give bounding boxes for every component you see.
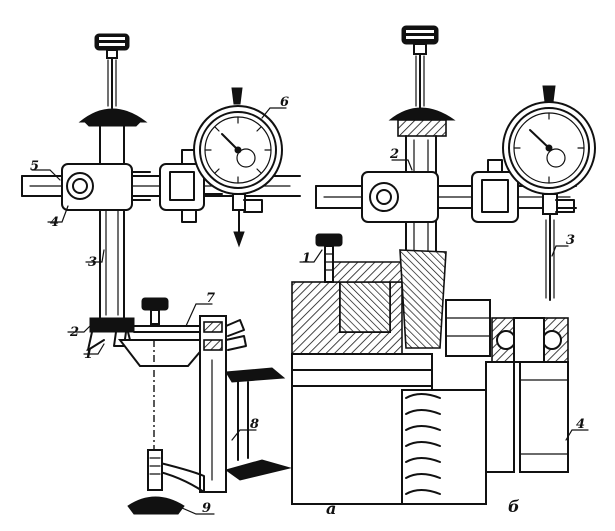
dial-indicator-a xyxy=(193,87,283,248)
figure-b: 2 3 1 4 б xyxy=(291,25,596,516)
workpiece xyxy=(291,249,569,505)
callout-2: 2 xyxy=(69,325,79,340)
leader-lines-a xyxy=(31,107,287,515)
column-clamp xyxy=(61,163,151,211)
top-knob-b xyxy=(401,25,439,55)
mushroom-cap xyxy=(78,108,148,123)
callout-b-1: 1 xyxy=(302,251,311,266)
fixture-body xyxy=(117,315,292,493)
leader-lines-b xyxy=(299,159,589,441)
figure-a-label: а xyxy=(326,499,336,518)
callout-b-4: 4 xyxy=(576,417,585,432)
vertical-column xyxy=(99,125,125,319)
callout-b-2: 2 xyxy=(389,147,399,162)
figure-b-label: б xyxy=(508,497,520,516)
callout-4: 4 xyxy=(50,215,59,230)
top-knob xyxy=(94,33,130,59)
small-screw-b xyxy=(315,233,343,283)
callout-3: 3 xyxy=(88,255,97,270)
figure-a: 5 4 3 2 1 7 6 8 9 а xyxy=(21,33,336,518)
bottom-screw xyxy=(127,449,185,515)
callout-6: 6 xyxy=(280,95,289,110)
callout-8: 8 xyxy=(250,417,259,432)
fixture-knob xyxy=(141,297,169,325)
dial-indicator-b xyxy=(502,85,596,301)
callout-b-3: 3 xyxy=(566,233,575,248)
callout-5: 5 xyxy=(30,159,39,174)
callout-9: 9 xyxy=(202,501,211,516)
callout-1: 1 xyxy=(84,347,93,362)
callout-7: 7 xyxy=(206,291,215,306)
